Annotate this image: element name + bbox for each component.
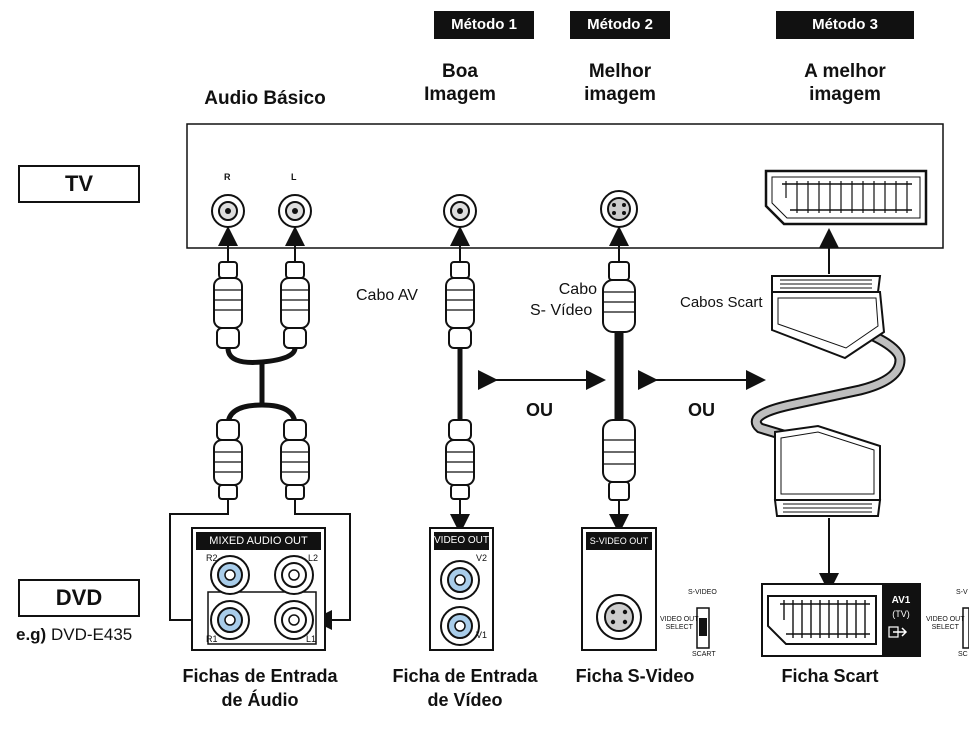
video-out-select-switch-2[interactable] [962, 607, 969, 649]
select2-label: VIDEO OUT SELECT [926, 616, 965, 632]
arrow-audio-l-route [294, 499, 351, 630]
jack-v1-label: V1 [476, 630, 488, 640]
select-svideo-label: S-VIDEO [688, 589, 717, 596]
caption-scart: Ficha Scart [781, 666, 879, 686]
jack-r2-label: R2 [206, 553, 218, 563]
jack-v2-label: V2 [476, 553, 488, 563]
dvd-svideo-jack [596, 594, 642, 640]
dvd-scart-panel [761, 583, 921, 657]
dvd-video-jack-v2 [440, 560, 480, 600]
or-label-2: OU [688, 400, 715, 420]
svideo-cable-label-line2: S- Vídeo [530, 302, 593, 319]
heading-method-1-line1: Boa [442, 61, 478, 82]
select2-svideo-label: S-V [956, 589, 968, 596]
caption-audio: Fichas de Entrada de Áudio [170, 664, 350, 712]
select2-label-line2: SELECT [931, 624, 959, 631]
svideo-cable-label-line1: Cabo [558, 281, 597, 298]
select2-label-line1: VIDEO OUT [926, 616, 965, 623]
heading-method-2-line1: Melhor [588, 61, 652, 82]
heading-basic-audio: Audio Básico [204, 88, 326, 109]
caption-video-line1: Ficha de Entrada [392, 666, 538, 686]
scart-cable [750, 275, 906, 517]
av-cable [445, 261, 475, 500]
dvd-audio-jack-r2 [210, 555, 250, 595]
jack-l2-label: L2 [308, 553, 319, 563]
dvd-video-jack-v1 [440, 606, 480, 646]
dvd-audio-jack-r1 [210, 600, 250, 640]
av1-tv-label: (TV) [892, 609, 910, 619]
tv-audio-jack-left [278, 194, 312, 228]
heading-method-1: Boa Imagem [400, 60, 520, 106]
tv-scart-socket [764, 169, 928, 226]
caption-svideo: Ficha S-Video [575, 666, 695, 686]
tv-jack-l-label: L [291, 172, 297, 182]
svideo-out-label: S-VIDEO OUT [589, 536, 649, 546]
arrow-audio-r-route [169, 499, 229, 630]
tv-jack-r-label: R [224, 172, 231, 182]
caption-video: Ficha de Entrada de Vídeo [380, 664, 550, 712]
select2-scart-label: SC [958, 651, 968, 658]
heading-method-2-line2: imagem [584, 84, 656, 105]
svideo-cable-label: Cabo [541, 279, 597, 300]
video-out-select-switch[interactable] [696, 607, 710, 649]
heading-method-3: A melhor imagem [770, 60, 920, 106]
method-3-badge: Método 3 [776, 11, 914, 39]
dvd-label: DVD [18, 579, 140, 617]
eg-prefix: e.g) [16, 625, 47, 644]
method-2-badge: Método 2 [570, 11, 670, 39]
select-scart-label: SCART [692, 651, 716, 658]
mixed-audio-out-label: MIXED AUDIO OUT [209, 535, 308, 547]
jack-r1-label: R1 [206, 634, 218, 644]
select-label-line2: SELECT [665, 624, 693, 631]
heading-method-1-line2: Imagem [424, 84, 496, 105]
video-out-label: VIDEO OUT [434, 535, 490, 546]
jack-l1-label: L1 [306, 634, 317, 644]
dvd-audio-jack-l2 [274, 555, 314, 595]
dvd-audio-jack-l1 [274, 600, 314, 640]
dvd-model: DVD-E435 [50, 625, 133, 644]
av-cable-label: Cabo AV [356, 287, 418, 304]
tv-audio-jack-right [211, 194, 245, 228]
or-label-1: OU [526, 400, 553, 420]
tv-label: TV [18, 165, 140, 203]
scart-cable-label: Cabos Scart [680, 294, 763, 311]
select-label: VIDEO OUT SELECT [660, 616, 699, 632]
av1-label: AV1 [891, 595, 911, 606]
tv-video-jack [443, 194, 477, 228]
dvd-model-example: e.g) DVD-E435 [16, 625, 132, 645]
heading-method-3-line1: A melhor [804, 61, 886, 82]
caption-audio-line1: Fichas de Entrada [182, 666, 338, 686]
tv-svideo-jack [600, 190, 638, 228]
heading-method-3-line2: imagem [809, 84, 881, 105]
heading-method-2: Melhor imagem [560, 60, 680, 106]
audio-cable [213, 261, 310, 500]
caption-audio-line2: de Áudio [221, 690, 299, 710]
svideo-cable [602, 261, 636, 501]
method-1-badge: Método 1 [434, 11, 534, 39]
select-label-line1: VIDEO OUT [660, 616, 699, 623]
caption-video-line2: de Vídeo [427, 690, 503, 710]
